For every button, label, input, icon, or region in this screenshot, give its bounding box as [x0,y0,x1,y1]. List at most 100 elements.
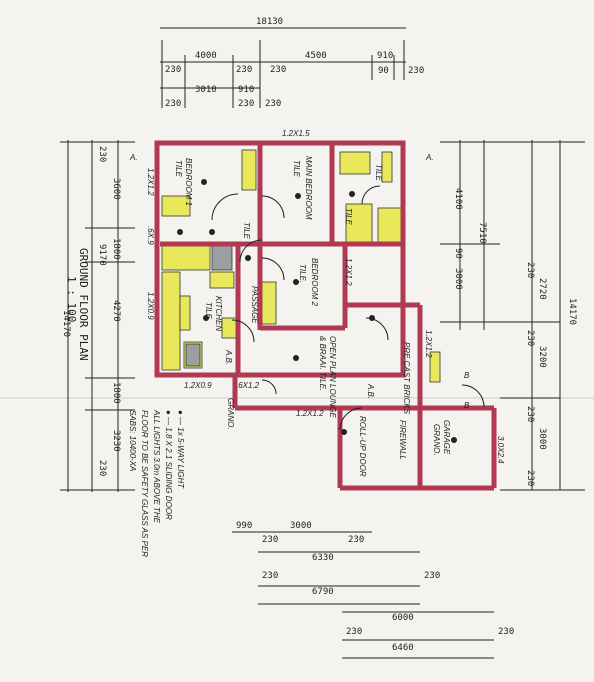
svg-text:90: 90 [378,66,389,76]
svg-text:4500: 4500 [305,51,327,61]
svg-text:6000: 6000 [392,613,414,623]
svg-text:990: 990 [236,521,252,531]
svg-text:910: 910 [377,51,393,61]
door-tags: A.B. A.B. A. A. B B [129,153,470,410]
svg-text:GRANO.: GRANO. [432,424,441,456]
plan-title: GROUND FLOOR PLAN [77,248,90,361]
svg-text:4000: 4000 [195,51,217,61]
svg-text:4270: 4270 [111,300,121,322]
left-dimensions: 14170 230 3600 1800 4270 1800 3230 230 9… [60,140,135,492]
svg-text:1.2X1.2: 1.2X1.2 [344,258,353,286]
room-labels: BEDROOM 1 TILE MAIN BEDROOM TILE TILE TI… [174,156,451,477]
top-dimensions: 18130 230 4000 230 4500 230 910 90 230 2… [160,17,424,109]
svg-text:SABS: 10400-XA: SABS: 10400-XA [128,410,137,471]
svg-text:TILE: TILE [174,160,183,178]
svg-text:TILE: TILE [344,208,353,226]
svg-text:1.2X1.5: 1.2X1.5 [282,129,310,138]
svg-text:1.2X1.2: 1.2X1.2 [424,330,433,358]
svg-text:4100: 4100 [453,188,463,210]
svg-text:TILE: TILE [292,160,301,178]
svg-text:230: 230 [262,535,278,545]
svg-text:230: 230 [525,470,535,486]
svg-text:90: 90 [453,248,463,259]
svg-text:3000: 3000 [537,428,547,450]
svg-text:230: 230 [525,262,535,278]
svg-text:230: 230 [165,65,181,75]
svg-text:1.2X0.9: 1.2X0.9 [184,381,212,390]
svg-text:A.B.: A.B. [224,349,233,365]
svg-text:A.: A. [425,153,434,162]
svg-text:.6X1.2: .6X1.2 [236,381,260,390]
svg-text:1800: 1800 [111,238,121,260]
svg-text:230: 230 [270,65,286,75]
svg-text:ROLL-UP DOOR: ROLL-UP DOOR [358,416,367,477]
window-tags: 1.2X1.5 1.2X1.2 1.2X0.9 .6X1.2 1.2X1.2 1… [146,129,505,464]
svg-text:PRE CAST BRICKS: PRE CAST BRICKS [402,342,411,415]
svg-text:14170: 14170 [61,310,71,337]
svg-text:6330: 6330 [312,553,334,563]
fixtures [161,149,441,383]
svg-text:& BRAAI. TILE.: & BRAAI. TILE. [318,336,327,391]
room-lounge: OPEN PLAN LOUNGE [328,336,337,418]
plan-scale: 1 : 100 [65,276,78,322]
svg-text:.6X.9: .6X.9 [146,226,155,245]
svg-text:230: 230 [408,66,424,76]
svg-text:9170: 9170 [97,244,107,266]
bottom-dimensions: 990 3000 230 230 6330 230 230 6790 6000 … [232,521,514,659]
svg-text:230: 230 [238,99,254,109]
svg-text:TILE.: TILE. [298,264,307,283]
room-main-bedroom: MAIN BEDROOM [304,156,313,220]
svg-text:230: 230 [346,627,362,637]
svg-text:230: 230 [97,460,107,476]
svg-text:230: 230 [348,535,364,545]
svg-text:TILE: TILE [242,222,251,240]
svg-text:● — 1.8 X 2.1 SLIDING DOOR: ● — 1.8 X 2.1 SLIDING DOOR [164,410,173,520]
svg-text:ALL LIGHTS 3.0m ABOVE THE: ALL LIGHTS 3.0m ABOVE THE [152,409,161,524]
svg-text:FLOOR TO BE SAFETY GLASS AS PE: FLOOR TO BE SAFETY GLASS AS PER [140,410,149,557]
room-bedroom1: BEDROOM 1 [184,158,193,206]
room-garage: GARAGE [442,420,451,455]
room-passage: PASSAGE [250,286,259,324]
svg-text:1.2X1.2: 1.2X1.2 [296,409,324,418]
svg-text:3600: 3600 [111,178,121,200]
svg-text:910: 910 [238,85,254,95]
svg-text:B: B [464,401,470,410]
svg-text:2720: 2720 [537,278,547,300]
room-bedroom2: BEDROOM 2 [310,258,319,307]
svg-text:1.2X1.2: 1.2X1.2 [146,168,155,196]
svg-text:3000: 3000 [453,268,463,290]
svg-text:A.B.: A.B. [366,383,375,399]
svg-text:230: 230 [262,571,278,581]
right-dimensions: 4100 90 3000 7510 14170 230 2720 230 320… [440,140,585,491]
svg-text:3200: 3200 [537,346,547,368]
light-points [177,179,457,443]
svg-text:● — 1x 5-WAY LIGHT: ● — 1x 5-WAY LIGHT [176,410,185,489]
notes: ● — 1x 5-WAY LIGHT ● — 1.8 X 2.1 SLIDING… [128,409,185,557]
svg-text:230: 230 [97,146,107,162]
svg-text:B: B [464,371,470,380]
svg-text:3010: 3010 [195,85,217,95]
svg-text:230: 230 [525,330,535,346]
svg-text:1800: 1800 [111,382,121,404]
svg-text:230: 230 [424,571,440,581]
svg-text:GRANO.: GRANO. [226,398,235,430]
svg-text:230: 230 [265,99,281,109]
svg-text:3.0X2.4: 3.0X2.4 [496,436,505,464]
svg-text:TILE: TILE [374,164,383,182]
svg-text:3000: 3000 [290,521,312,531]
svg-text:18130: 18130 [256,17,283,27]
svg-text:7510: 7510 [477,222,487,244]
svg-text:A.: A. [129,153,138,162]
svg-text:230: 230 [498,627,514,637]
room-kitchen: KITCHEN [214,296,223,331]
svg-text:1.2X0.9: 1.2X0.9 [146,292,155,320]
svg-text:6790: 6790 [312,587,334,597]
svg-text:TILE: TILE [204,302,213,320]
walls [154,140,497,491]
svg-text:230: 230 [165,99,181,109]
svg-text:14170: 14170 [567,298,577,325]
svg-text:FIREWALL: FIREWALL [398,420,407,460]
svg-text:230: 230 [236,65,252,75]
svg-text:230: 230 [525,406,535,422]
